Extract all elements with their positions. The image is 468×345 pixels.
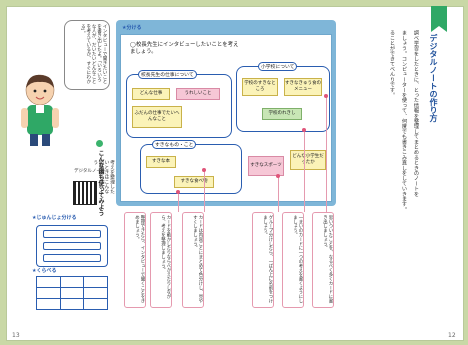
note-lunch-menu[interactable]: すきなきゅう食のメニュー <box>284 78 322 96</box>
note-favorite-sport[interactable]: すきなスポーツ <box>248 156 284 176</box>
screen-question: ◯校長先生にインタビューしたいことを考えましょう。 <box>130 42 239 55</box>
mini-question: 考えを整理したいときはこんな図を使ってみよう <box>92 160 114 194</box>
group-favorite-title: すきなもの・こと <box>152 140 197 149</box>
screen-section-label: ★分ける <box>122 25 142 31</box>
group-school-title: 小学校について <box>258 62 298 71</box>
left-column-title: こんな図も使ってみよう <box>97 150 104 216</box>
group-school[interactable] <box>236 66 330 132</box>
student-character <box>21 74 59 146</box>
chapter-tab <box>431 6 447 32</box>
page-heading: デジタルノートの作り方 <box>429 34 438 122</box>
callout-card: カードは内容ごとにまとめて色分けし、見やすくしましょう。 <box>182 212 204 308</box>
callout-card: カードを動かしたりならべかえたりしながら、考えを整理しましょう。 <box>150 212 172 308</box>
callout-leader-dot <box>324 94 328 98</box>
note-childhood[interactable]: どんな小学生だったか <box>290 150 326 170</box>
note-school-history[interactable]: 学校のれきし <box>262 108 302 120</box>
callout-leader-dot <box>276 174 280 178</box>
callout-card: 整理できたら、インタビューで聞くことをきめましょう。 <box>124 212 146 308</box>
speech-bubble: インタビューで聞きたいことを書き出したよ。「いろいろな人が、だいたいどんなことを… <box>64 20 110 90</box>
note-what-work[interactable]: どんな仕事 <box>132 88 170 100</box>
page-number-right: 12 <box>448 332 456 339</box>
section-compare-label: ★くらべる <box>32 268 57 274</box>
intro-line: 調べ学習をしたときに、とった情報を整理してまとめるときのノートを <box>413 30 419 197</box>
order-diagram-example <box>36 225 108 267</box>
callout-leader-dot <box>202 168 206 172</box>
callout-leader <box>326 96 327 212</box>
callout-leader <box>204 170 205 212</box>
intro-line: ることができてべんりです。 <box>389 30 395 98</box>
callout-leader <box>278 176 279 212</box>
note-happy-things[interactable]: うれしいこと <box>176 88 220 100</box>
callout-leader <box>304 130 305 212</box>
group-work-title: 校長先生の仕事について <box>138 70 197 79</box>
section-bullet <box>96 140 103 147</box>
callout-card: グループ分けしたら、一ばん上に名前をつけましょう。 <box>252 212 274 308</box>
note-favorite-food[interactable]: すきな食べ物 <box>174 176 214 188</box>
callout-card: 一まいのカードに一つの考えを書くようにしましょう。 <box>282 212 304 308</box>
callout-leader-dot <box>302 128 306 132</box>
compare-table-example <box>36 276 108 310</box>
callout-card: 思いついたことを、なるべく多くカードに書き出しましょう。 <box>312 212 334 308</box>
qr-label: デジタルノート <box>74 169 106 174</box>
section-order-label: ★じゅんじょ分ける <box>32 215 77 221</box>
callout-leader-dot <box>176 190 180 194</box>
note-school-likes[interactable]: 学校のすきなところ <box>242 78 278 96</box>
page-number-left: 13 <box>12 332 20 339</box>
qr-code[interactable] <box>73 181 97 205</box>
callout-leader <box>178 192 179 212</box>
intro-line: ましょう。コンピューターを使って、何度でも書きこみ直しをしていきます。 <box>401 30 407 212</box>
note-hard-things[interactable]: ふだんの仕事でたいへんなこと <box>132 106 182 128</box>
note-favorite-book[interactable]: すきな本 <box>146 156 176 168</box>
